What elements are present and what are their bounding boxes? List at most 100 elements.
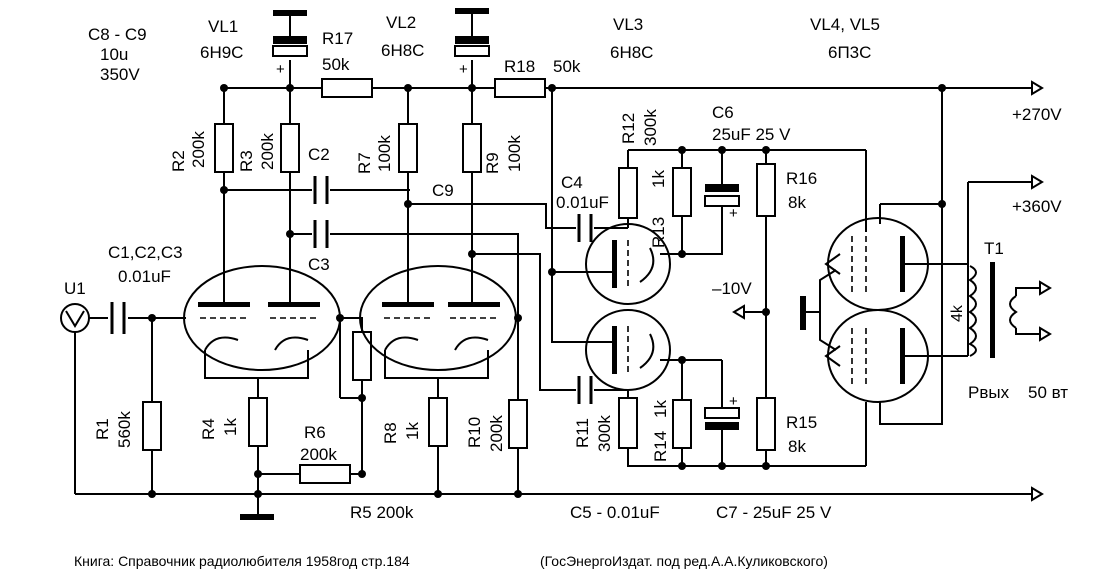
resistor-r6 <box>299 464 351 484</box>
label-c3: C3 <box>308 255 330 274</box>
label-c6-value: 25uF 25 V <box>712 125 791 144</box>
label-r4: R4 <box>199 418 218 440</box>
label-vl1: VL1 <box>208 17 238 36</box>
cap-c9: + <box>454 8 490 88</box>
label-vl2-type: 6H8C <box>381 41 424 60</box>
svg-text:+: + <box>459 61 468 78</box>
label-r4-value: 1k <box>221 418 240 436</box>
label-r10: R10 <box>465 417 484 448</box>
label-r11-value: 300k <box>595 415 614 452</box>
labels: C8 - C9 10u 350V VL1 6H9C R17 50k VL2 6H… <box>64 13 1068 569</box>
label-r11: R11 <box>573 418 592 448</box>
label-r3: R3 <box>237 150 256 172</box>
transformer-t1 <box>905 182 1052 358</box>
resistor-r3 <box>280 123 300 173</box>
label-r16-value: 8k <box>788 193 806 212</box>
label-r9: R9 <box>483 152 502 174</box>
label-vl3-type: 6H8C <box>610 43 653 62</box>
ground-rail-arrow <box>1031 486 1044 502</box>
minus-10v-arrow <box>732 304 745 320</box>
label-r1: R1 <box>93 418 112 440</box>
svg-text:+: + <box>729 393 738 410</box>
resistor-r18 <box>494 78 546 98</box>
resistor-r11 <box>618 397 638 449</box>
label-vl3: VL3 <box>613 15 643 34</box>
resistor-r4 <box>248 397 268 447</box>
rail-360v-arrow <box>1031 174 1044 190</box>
cap-c7: + <box>682 359 740 466</box>
footer-publisher: (ГосЭнергоИздат. под ред.А.А.Куликовског… <box>540 553 828 569</box>
label-r2: R2 <box>169 150 188 172</box>
label-c2: C2 <box>308 145 330 164</box>
svg-text:+: + <box>276 61 285 78</box>
label-r14: R14 <box>651 431 670 462</box>
label-c8-c9: C8 - C9 <box>88 25 147 44</box>
label-c9: C9 <box>432 181 454 200</box>
label-r8: R8 <box>381 422 400 444</box>
label-r17-value: 50k <box>322 55 350 74</box>
label-r18-value: 50k <box>553 57 581 76</box>
tube-vl2 <box>359 88 517 398</box>
resistor-r9 <box>462 123 482 173</box>
resistor-r12 <box>618 167 638 219</box>
rail-270v-arrow <box>1031 80 1044 96</box>
label-vl1-type: 6H9C <box>200 43 243 62</box>
label-r13: R13 <box>649 217 668 248</box>
input-section <box>60 302 186 498</box>
label-r9-value: 100k <box>505 135 524 172</box>
ground-icon <box>273 10 307 16</box>
resistor-r2 <box>214 123 234 173</box>
footer-source: Книга: Справочник радиолюбителя 1958год … <box>74 553 410 569</box>
label-r16: R16 <box>786 169 817 188</box>
label-c4: C4 <box>561 173 583 192</box>
label-vl2: VL2 <box>386 13 416 32</box>
label-c4-value: 0.01uF <box>556 193 609 212</box>
label-r14-value: 1k <box>651 400 670 418</box>
label-r7: R7 <box>355 152 374 174</box>
resistor-r5 <box>352 331 372 381</box>
label-plus-270v: +270V <box>1012 105 1062 124</box>
resistor-r17 <box>321 78 373 98</box>
label-u1: U1 <box>64 279 86 298</box>
resistor-r8 <box>428 397 448 447</box>
label-c1-c3: C1,C2,C3 <box>108 243 183 262</box>
label-c7: C7 - 25uF 25 V <box>716 503 832 522</box>
tubes-vl4-vl5 <box>800 150 942 466</box>
label-c6: C6 <box>712 103 734 122</box>
label-t1-value: 4k <box>949 304 966 322</box>
cap-c8: + <box>272 10 308 88</box>
resistor-r1 <box>142 401 162 451</box>
label-r12: R12 <box>619 113 638 144</box>
svg-text:+: + <box>729 205 738 222</box>
label-plus-360v: +360V <box>1012 197 1062 216</box>
label-r1-value: 560k <box>115 411 134 448</box>
resistor-r7 <box>398 123 418 173</box>
label-c5: C5 - 0.01uF <box>570 503 660 522</box>
label-t1: T1 <box>984 239 1004 258</box>
label-r2-value: 200k <box>189 131 208 168</box>
label-vl4-vl5-type: 6П3С <box>828 43 871 62</box>
label-r6: R6 <box>304 423 326 442</box>
label-r8-value: 1k <box>403 422 422 440</box>
label-vl4-vl5: VL4, VL5 <box>810 15 880 34</box>
resistor-r15 <box>756 397 776 451</box>
label-r3-value: 200k <box>258 133 277 170</box>
resistor-r16 <box>756 163 776 217</box>
label-r10-value: 200k <box>487 415 506 452</box>
caps-c2-c3 <box>224 176 519 318</box>
ground-icon-bottom <box>240 514 274 520</box>
label-c8-c9-value: 10u <box>100 45 128 64</box>
label-pout-value: 50 вт <box>1028 383 1068 402</box>
label-c1-c3-value: 0.01uF <box>118 267 171 286</box>
label-r6-value: 200k <box>300 445 337 464</box>
label-c8-c9-voltage: 350V <box>100 65 140 84</box>
resistor-r13 <box>672 167 692 217</box>
label-r15-value: 8k <box>788 437 806 456</box>
resistor-r10 <box>508 399 528 449</box>
cap-c6: + <box>682 150 740 255</box>
label-r5: R5 200k <box>350 503 414 522</box>
ground-icon-c9 <box>455 8 489 14</box>
power-rails <box>75 80 1044 502</box>
label-minus-10v: –10V <box>712 279 752 298</box>
label-pout: Pвых <box>968 383 1010 402</box>
